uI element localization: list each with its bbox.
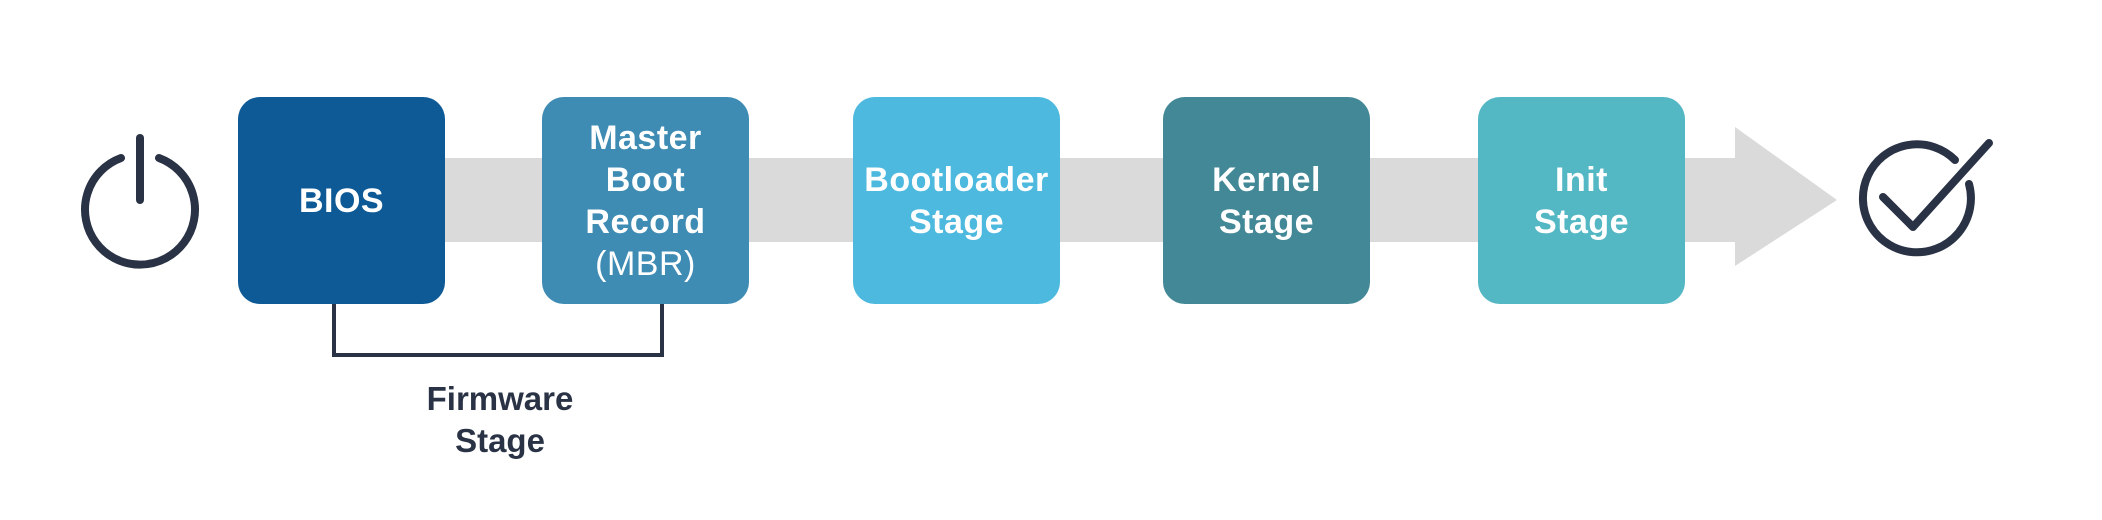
stage-label-line: Record (585, 202, 706, 241)
stage-label-line: BIOS (298, 181, 385, 220)
firmware-label-line-1: Firmware (426, 380, 574, 417)
stage-label-line: Kernel (1212, 160, 1321, 199)
firmware-label-line-2: Stage (455, 422, 545, 459)
firmware-bracket (332, 304, 664, 357)
stage-label-line: (MBR) (595, 244, 696, 283)
stage-label-line: Stage (908, 202, 1005, 241)
firmware-stage-label: Firmware Stage (400, 378, 600, 462)
stage-label-line: Stage (1533, 202, 1630, 241)
power-icon (81, 134, 199, 269)
stage-label-line: Boot (605, 160, 686, 199)
stage-label-line: Bootloader (864, 160, 1049, 199)
checkmark-circle-icon (1858, 139, 1993, 257)
stage-bios: BIOS (238, 97, 445, 304)
stage-label-line: Init (1555, 160, 1608, 199)
stage-label-line: Stage (1218, 202, 1315, 241)
stage-label-line: Master (589, 118, 702, 157)
